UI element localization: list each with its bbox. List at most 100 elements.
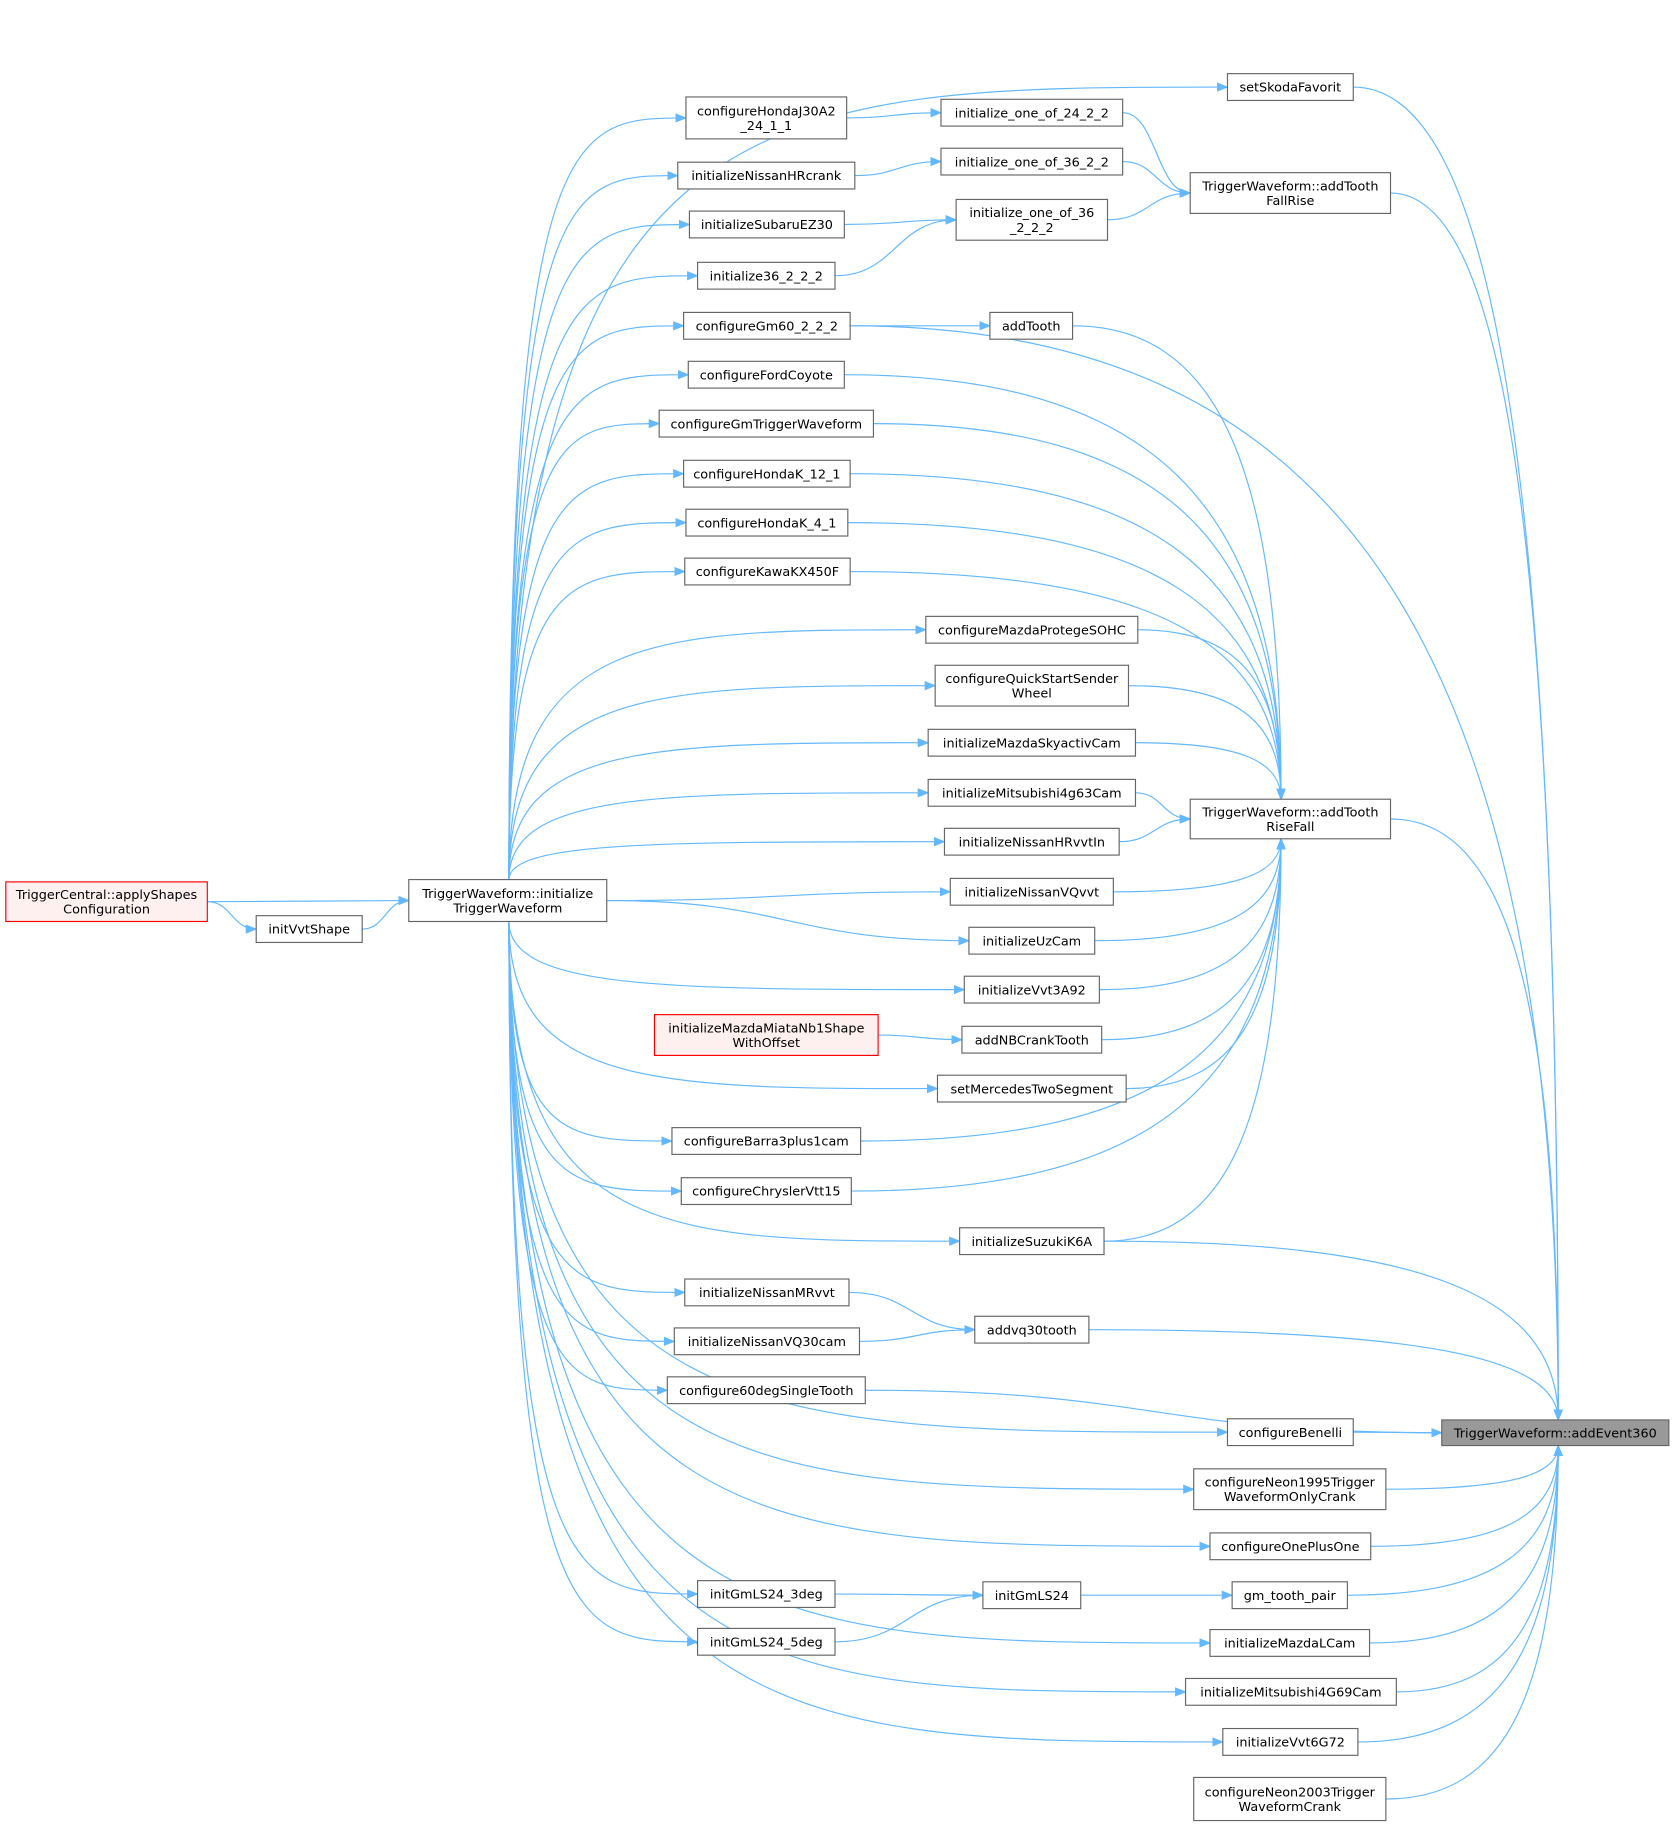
node-benelli[interactable]: configureBenelli [1226, 1418, 1354, 1447]
node-barra[interactable]: configureBarra3plus1cam [671, 1127, 862, 1155]
edge-initTW-to-chrysler [508, 921, 683, 1196]
node-label: addNBCrankTooth [975, 1033, 1089, 1048]
node-nissanHRcrank[interactable]: initializeNissanHRcrank [677, 161, 856, 190]
node-label: configureKawaKX450F [696, 565, 839, 580]
node-ford[interactable]: configureFordCoyote [687, 360, 845, 389]
edge-initTW-to-vvt6g72 [508, 921, 1224, 1747]
node-label: WaveformCrank [1239, 1800, 1342, 1815]
node-label: TriggerWaveform::addEvent360 [1453, 1426, 1657, 1441]
node-mazdaL[interactable]: initializeMazdaLCam [1209, 1628, 1371, 1657]
node-box [697, 261, 836, 290]
node-label: configureGmTriggerWaveform [670, 417, 862, 432]
node-label: initialize_one_of_36_2_2 [955, 155, 1109, 170]
node-initVvtShape[interactable]: initVvtShape [255, 915, 363, 944]
edge-initTW-to-mitsu4g63 [508, 788, 930, 880]
edge-initTW-to-gm60 [508, 321, 685, 880]
edge-chrysler-to-riseFall [851, 837, 1286, 1192]
node-vq30cam[interactable]: initializeNissanVQ30cam [673, 1327, 861, 1356]
node-label: initGmLS24_3deg [710, 1588, 823, 1603]
edge-mercedes-to-riseFall [1126, 837, 1286, 1090]
node-ls24_3[interactable]: initGmLS24_3deg [697, 1580, 836, 1609]
node-subaru[interactable]: initializeSubaruEZ30 [688, 210, 845, 239]
node-label: setMercedesTwoSegment [951, 1082, 1114, 1097]
node-box [5, 881, 208, 923]
node-chrysler[interactable]: configureChryslerVtt15 [680, 1177, 852, 1206]
node-kawa[interactable]: configureKawaKX450F [684, 557, 851, 586]
node-initTW[interactable]: TriggerWaveform::initializeTriggerWavefo… [408, 878, 608, 923]
edge-initTW-to-barra [508, 921, 674, 1146]
node-skyactiv[interactable]: initializeMazdaSkyactivCam [927, 728, 1137, 757]
node-mrvvt[interactable]: initializeNissanMRvvt [684, 1278, 850, 1307]
node-mercedes[interactable]: setMercedesTwoSegment [936, 1074, 1127, 1103]
edge-initTW-to-deg60 [508, 921, 669, 1395]
edge-quickStart-to-riseFall [1128, 685, 1286, 801]
edge-initVvtShape-to-initTW [362, 895, 410, 930]
edge-initTW-to-benelli [508, 921, 1229, 1437]
node-setSkoda[interactable]: setSkodaFavorit [1226, 73, 1354, 102]
node-label: configureQuickStartSender [945, 672, 1119, 687]
node-label: initialize36_2_2_2 [710, 269, 823, 284]
node-nbCrank[interactable]: addNBCrankTooth [961, 1025, 1103, 1054]
edges-layer [207, 82, 1563, 1800]
node-i36[interactable]: initialize36_2_2_2 [697, 261, 836, 290]
node-vvt3a92[interactable]: initializeVvt3A92 [963, 975, 1100, 1004]
edge-riseFall-to-addEvent360 [1390, 818, 1563, 1422]
edge-hondaK12-to-riseFall [850, 473, 1286, 801]
node-box [927, 728, 1137, 757]
node-vq30tooth[interactable]: addvq30tooth [974, 1315, 1090, 1344]
node-suzuki[interactable]: initializeSuzukiK6A [959, 1227, 1105, 1256]
node-hondaJ30[interactable]: configureHondaJ30A2_24_1_1 [685, 96, 848, 140]
node-box [1226, 1418, 1354, 1447]
node-box [982, 1581, 1082, 1610]
node-box [688, 210, 845, 239]
node-ls24_5[interactable]: initGmLS24_5deg [697, 1627, 836, 1656]
node-one24[interactable]: initialize_one_of_24_2_2 [940, 98, 1124, 127]
node-label: RiseFall [1266, 820, 1314, 835]
edge-initTW-to-setSkoda [508, 82, 1229, 880]
node-mitsu4g69[interactable]: initializeMitsubishi4G69Cam [1184, 1677, 1397, 1706]
node-ls24[interactable]: initGmLS24 [982, 1581, 1082, 1610]
node-box [1226, 73, 1354, 102]
node-box [666, 1376, 866, 1405]
node-box [697, 1627, 836, 1656]
node-label: initGmLS24_5deg [710, 1635, 823, 1650]
edge-initTW-to-onePlusOne [508, 921, 1212, 1551]
node-gm60[interactable]: configureGm60_2_2_2 [683, 311, 851, 340]
node-gmTrig[interactable]: configureGmTriggerWaveform [658, 409, 875, 438]
node-box [683, 311, 851, 340]
node-hrvvt[interactable]: initializeNissanHRvvtIn [943, 827, 1120, 856]
node-label: initializeVvt3A92 [978, 983, 1086, 998]
node-deg60[interactable]: configure60degSingleTooth [666, 1376, 866, 1405]
node-uzCam[interactable]: initializeUzCam [968, 926, 1096, 955]
node-vvt6g72[interactable]: initializeVvt6G72 [1222, 1727, 1359, 1756]
node-hondaK12[interactable]: configureHondaK_12_1 [683, 459, 851, 488]
node-addTooth[interactable]: addTooth [989, 311, 1074, 340]
node-one36_2[interactable]: initialize_one_of_36_2_2_2 [955, 198, 1109, 241]
node-addEvent360[interactable]: TriggerWaveform::addEvent360 [1441, 1419, 1670, 1447]
node-box [653, 1014, 879, 1056]
node-vqvvt[interactable]: initializeNissanVQvvt [949, 877, 1114, 906]
node-box [925, 615, 1139, 644]
node-label: addvq30tooth [987, 1323, 1077, 1338]
node-label: initializeMazdaLCam [1224, 1637, 1355, 1652]
node-neon1995[interactable]: configureNeon1995TriggerWaveformOnlyCran… [1193, 1468, 1387, 1511]
node-box [1441, 1419, 1670, 1447]
node-protege[interactable]: configureMazdaProtegeSOHC [925, 615, 1139, 644]
edge-initTW-to-uzCam [606, 899, 971, 946]
node-one36[interactable]: initialize_one_of_36_2_2 [940, 147, 1124, 176]
node-label: configureBenelli [1239, 1426, 1342, 1441]
node-onePlusOne[interactable]: configureOnePlusOne [1209, 1532, 1372, 1561]
edge-initTW-to-ford [508, 370, 690, 880]
node-gmPair[interactable]: gm_tooth_pair [1231, 1581, 1349, 1610]
edge-mrvvt-to-vq30tooth [848, 1291, 976, 1335]
node-box [968, 926, 1096, 955]
node-mitsu4g63[interactable]: initializeMitsubishi4g63Cam [927, 778, 1137, 807]
node-hondaK4[interactable]: configureHondaK_4_1 [685, 508, 849, 537]
